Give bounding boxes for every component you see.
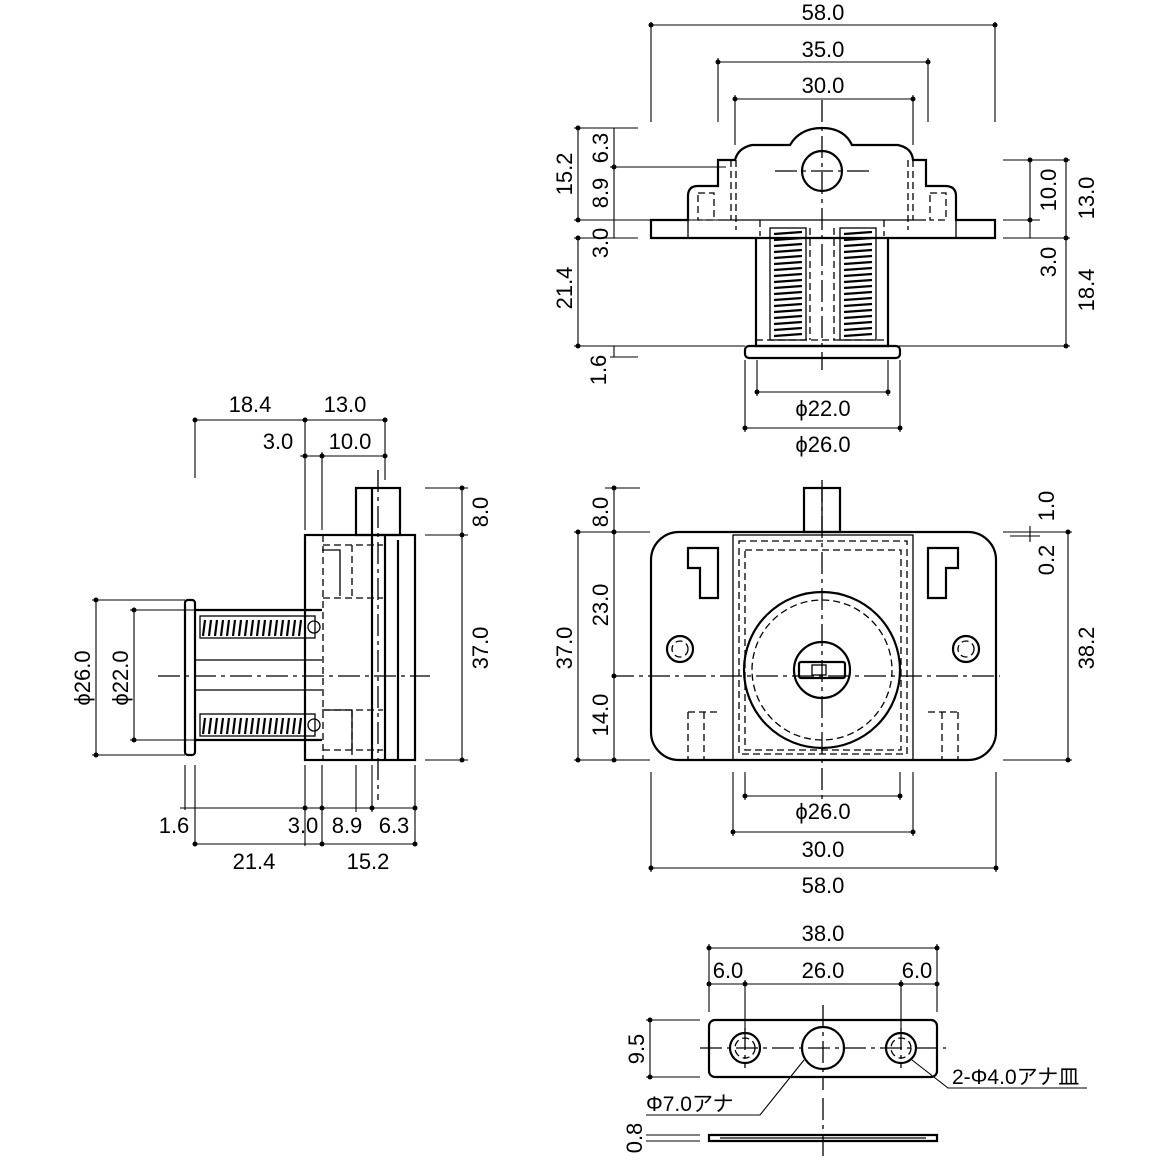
dim-side-dia-22: ϕ22.0	[108, 650, 133, 705]
dim-plate-width-6b: 6.0	[902, 958, 933, 983]
dim-side-bottom-3-0: 3.0	[288, 813, 319, 838]
dim-side-right-37-0: 37.0	[468, 627, 493, 670]
dim-top-left-21-4: 21.4	[552, 267, 577, 310]
thread-left	[769, 227, 807, 341]
dim-front-left-23-0: 23.0	[588, 584, 613, 627]
note-center-hole: Φ7.0アナ	[646, 1093, 734, 1116]
dim-plate-width-26: 26.0	[802, 958, 845, 983]
dim-plate-width-6a: 6.0	[713, 958, 744, 983]
dim-side-right-8-0: 8.0	[468, 497, 493, 528]
dim-side-bottom-21-4: 21.4	[233, 849, 276, 874]
dim-top-left-8-9: 8.9	[588, 178, 613, 209]
dim-side-bottom-6-3: 6.3	[379, 813, 410, 838]
dim-top-right-10-0: 10.0	[1036, 169, 1061, 212]
dim-top-right-13-0: 13.0	[1074, 177, 1099, 220]
dim-plate-thick-0-8: 0.8	[622, 1123, 647, 1154]
dim-top-left-1-6: 1.6	[586, 355, 611, 386]
front-view: 37.0 8.0 23.0 14.0 38.2 1.0 0.2 ϕ26.0 30…	[552, 480, 1099, 898]
dim-top-width-58: 58.0	[802, 0, 845, 25]
dim-front-width-58: 58.0	[802, 873, 845, 898]
dim-plate-width-38: 38.0	[802, 921, 845, 946]
dim-side-bottom-15-2: 15.2	[347, 849, 390, 874]
dim-top-width-35: 35.0	[802, 37, 845, 62]
dim-side-bottom-1-6: 1.6	[159, 813, 190, 838]
dim-front-right-1-0: 1.0	[1034, 491, 1059, 522]
dim-front-left-8-0: 8.0	[588, 497, 613, 528]
dim-top-width-30: 30.0	[802, 73, 845, 98]
side-thread-top	[199, 615, 321, 639]
dim-side-bottom-8-9: 8.9	[332, 813, 363, 838]
dim-side-top-10-0: 10.0	[329, 429, 372, 454]
dim-front-width-30: 30.0	[802, 837, 845, 862]
dim-top-right-3-0: 3.0	[1036, 247, 1061, 278]
dim-side-dia-26: ϕ26.0	[70, 650, 95, 705]
dim-front-left-37-0: 37.0	[552, 627, 577, 670]
dim-top-left-3-0: 3.0	[588, 228, 613, 259]
side-view: 18.4 13.0 3.0 10.0 8.0 37.0 ϕ26.0 ϕ22.0	[70, 392, 493, 874]
dim-top-left-15-2: 15.2	[552, 153, 577, 196]
dim-front-right-0-2: 0.2	[1034, 545, 1059, 576]
dim-front-dia-26: ϕ26.0	[795, 799, 850, 824]
dim-front-right-38-2: 38.2	[1074, 627, 1099, 670]
dim-top-dia-22: ϕ22.0	[795, 396, 850, 421]
dim-top-dia-26: ϕ26.0	[795, 432, 850, 457]
note-screw-holes: 2-Φ4.0アナ皿	[952, 1066, 1079, 1089]
dim-plate-height-9-5: 9.5	[624, 1034, 649, 1065]
dim-side-top-13-0: 13.0	[324, 392, 367, 417]
dim-side-top-3-0: 3.0	[263, 429, 294, 454]
strike-plate: 38.0 6.0 26.0 6.0 9.5 0.8 Φ7.0アナ 2-Φ4.0ア…	[622, 921, 1087, 1160]
dim-front-left-14-0: 14.0	[588, 694, 613, 737]
dim-side-top-18-4: 18.4	[229, 392, 272, 417]
dim-top-left-6-3: 6.3	[588, 133, 613, 164]
dim-top-right-18-4: 18.4	[1074, 269, 1099, 312]
thread-right	[839, 227, 877, 341]
side-thread-bottom	[199, 713, 321, 737]
top-view: 58.0 35.0 30.0 15.2 6.3 8.9 3.0 21.4 1.6	[552, 0, 1099, 457]
